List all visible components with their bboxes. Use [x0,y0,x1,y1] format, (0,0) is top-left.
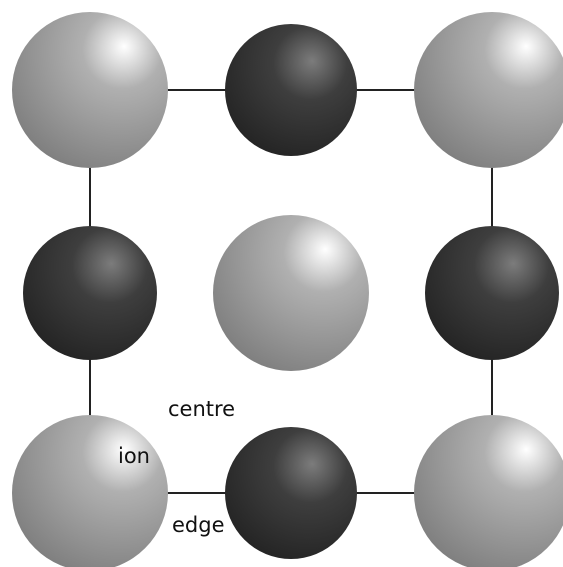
ion-centre [213,215,369,371]
ion-corner-top-right [414,12,563,168]
ion-corner-top-left [12,12,168,168]
ion-edge-right [425,226,559,360]
ion-edge-top [225,24,357,156]
ion-corner-bottom-right [414,415,563,567]
label-edge: edge [172,513,225,537]
ion-edge-left [23,226,157,360]
ion-corner-bottom-left [12,415,168,567]
label-ion: ion [118,444,150,468]
ion-edge-bottom [225,427,357,559]
ions [12,12,563,567]
label-centre: centre [168,397,236,421]
